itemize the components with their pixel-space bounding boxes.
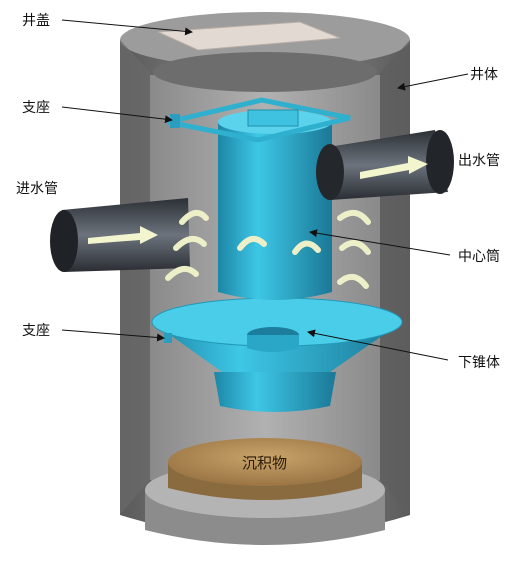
outlet-pipe [316,130,454,200]
sediment-base [145,438,385,545]
label-sediment: 沉积物 [242,454,288,472]
support-bottom [164,333,172,343]
swirl-arrows [165,209,371,289]
label-center-tube: 中心筒 [458,249,500,265]
label-lower-cone: 下锥体 [458,355,500,371]
label-support-bottom: 支座 [22,323,50,339]
leader-lines [61,19,469,361]
center-tube [167,97,351,300]
lower-cone [151,297,403,412]
label-support-top: 支座 [22,100,50,116]
well-cover [157,21,341,51]
label-inlet-pipe: 进水管 [16,181,58,197]
label-outlet-pipe: 出水管 [458,153,500,169]
support-top [170,114,180,128]
label-well-cover: 井盖 [22,13,50,29]
label-well-body: 井体 [470,67,498,83]
inlet-pipe [50,198,190,272]
